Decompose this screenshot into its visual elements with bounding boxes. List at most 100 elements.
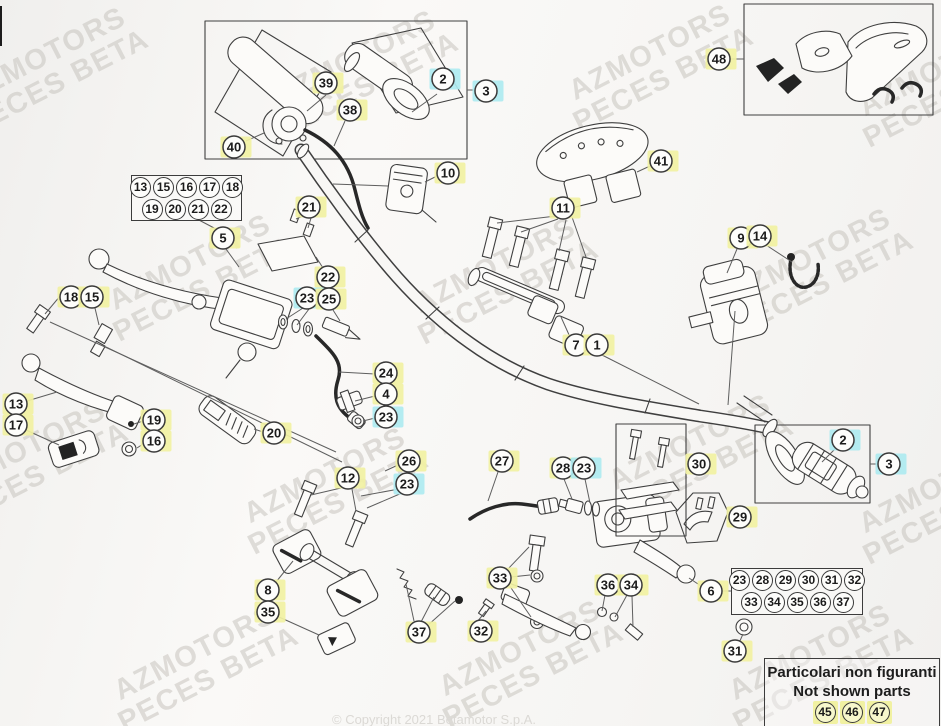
leader-line bbox=[105, 346, 343, 463]
svg-text:3: 3 bbox=[885, 457, 892, 472]
brake-lever bbox=[633, 539, 685, 579]
callout-37[interactable]: 37 bbox=[405, 620, 437, 644]
svg-text:20: 20 bbox=[267, 426, 281, 441]
part-ref-36[interactable]: 36 bbox=[809, 592, 831, 613]
callout-32[interactable]: 32 bbox=[467, 619, 499, 643]
callout-40[interactable]: 40 bbox=[220, 135, 252, 159]
callout-17[interactable]: 17 bbox=[2, 413, 34, 437]
part-ref-13[interactable]: 13 bbox=[130, 176, 151, 198]
brake-lever-ball bbox=[21, 353, 41, 373]
svg-text:23: 23 bbox=[400, 477, 414, 492]
callout-4[interactable]: 4 bbox=[372, 382, 404, 406]
callout-22[interactable]: 22 bbox=[314, 265, 346, 289]
callout-8[interactable]: 8 bbox=[254, 578, 286, 602]
svg-text:23: 23 bbox=[577, 461, 591, 476]
callout-23[interactable]: 23 bbox=[393, 472, 425, 496]
watermark: AZMOTORSPECES BETA bbox=[0, 0, 154, 141]
callout-20[interactable]: 20 bbox=[260, 421, 292, 445]
callout-35[interactable]: 35 bbox=[254, 600, 286, 624]
callout-5[interactable]: 5 bbox=[209, 226, 241, 250]
callout-1[interactable]: 1 bbox=[583, 333, 615, 357]
part-ref-22[interactable]: 22 bbox=[210, 198, 232, 220]
callout-23[interactable]: 23 bbox=[372, 405, 404, 429]
part-ref-33[interactable]: 33 bbox=[740, 592, 762, 613]
callout-21[interactable]: 21 bbox=[295, 195, 327, 219]
leader-line bbox=[496, 215, 557, 224]
callout-30[interactable]: 30 bbox=[685, 452, 717, 476]
part-ref-21[interactable]: 21 bbox=[187, 198, 209, 220]
callout-2[interactable]: 2 bbox=[429, 67, 461, 91]
callout-16[interactable]: 16 bbox=[140, 429, 172, 453]
leader-line bbox=[278, 616, 320, 636]
callout-3[interactable]: 3 bbox=[472, 79, 504, 103]
svg-text:38: 38 bbox=[343, 103, 357, 118]
leader-line bbox=[487, 471, 499, 502]
part-ref-19[interactable]: 19 bbox=[141, 198, 163, 220]
callout-13[interactable]: 13 bbox=[2, 392, 34, 416]
svg-text:23: 23 bbox=[300, 291, 314, 306]
svg-text:30: 30 bbox=[692, 457, 706, 472]
part-ref-30[interactable]: 30 bbox=[798, 570, 819, 591]
part-ref-18[interactable]: 18 bbox=[222, 176, 243, 198]
svg-text:12: 12 bbox=[341, 471, 355, 486]
part-ref-15[interactable]: 15 bbox=[153, 176, 174, 198]
svg-text:21: 21 bbox=[302, 200, 316, 215]
leader-line bbox=[571, 216, 587, 258]
part-ref-17[interactable]: 17 bbox=[199, 176, 220, 198]
speedometer bbox=[536, 122, 649, 209]
callout-48[interactable]: 48 bbox=[705, 47, 737, 71]
not-shown-title-italian: Particolari non figuranti bbox=[767, 664, 937, 681]
callout-3[interactable]: 3 bbox=[875, 452, 907, 476]
callout-38[interactable]: 38 bbox=[336, 98, 368, 122]
svg-text:39: 39 bbox=[319, 76, 333, 91]
callout-11[interactable]: 11 bbox=[549, 196, 581, 220]
callout-25[interactable]: 25 bbox=[315, 287, 347, 311]
part-ref-16[interactable]: 16 bbox=[176, 176, 197, 198]
callout-2[interactable]: 2 bbox=[829, 428, 861, 452]
callout-39[interactable]: 39 bbox=[312, 71, 344, 95]
part-ref-23[interactable]: 23 bbox=[729, 570, 750, 591]
callout-27[interactable]: 27 bbox=[488, 449, 520, 473]
leader-line bbox=[726, 248, 738, 274]
callout-23[interactable]: 23 bbox=[570, 456, 602, 480]
svg-text:19: 19 bbox=[147, 413, 161, 428]
kill-switch bbox=[699, 258, 769, 345]
leader-line bbox=[614, 594, 628, 618]
callout-24[interactable]: 24 bbox=[372, 361, 404, 385]
not-shown-part-47[interactable]: 47 bbox=[868, 702, 890, 723]
part-ref-34[interactable]: 34 bbox=[763, 592, 785, 613]
callout-26[interactable]: 26 bbox=[395, 449, 427, 473]
leader-line bbox=[558, 219, 567, 252]
svg-text:41: 41 bbox=[654, 154, 668, 169]
callout-12[interactable]: 12 bbox=[334, 466, 366, 490]
not-shown-part-45[interactable]: 45 bbox=[814, 702, 836, 723]
callout-6[interactable]: 6 bbox=[697, 579, 729, 603]
part-ref-31[interactable]: 31 bbox=[821, 570, 842, 591]
callout-10[interactable]: 10 bbox=[434, 161, 466, 185]
part-ref-28[interactable]: 28 bbox=[752, 570, 773, 591]
callout-31[interactable]: 31 bbox=[721, 639, 753, 663]
callout-33[interactable]: 33 bbox=[486, 566, 518, 590]
part-ref-20[interactable]: 20 bbox=[164, 198, 186, 220]
svg-text:10: 10 bbox=[441, 166, 455, 181]
callout-19[interactable]: 19 bbox=[140, 408, 172, 432]
callout-41[interactable]: 41 bbox=[647, 149, 679, 173]
not-shown-part-46[interactable]: 46 bbox=[841, 702, 863, 723]
part-ref-35[interactable]: 35 bbox=[786, 592, 808, 613]
callout-34[interactable]: 34 bbox=[617, 573, 649, 597]
svg-text:13: 13 bbox=[9, 397, 23, 412]
kill-switch-cord bbox=[788, 257, 821, 289]
callout-29[interactable]: 29 bbox=[726, 505, 758, 529]
svg-text:37: 37 bbox=[412, 625, 426, 640]
svg-text:40: 40 bbox=[227, 140, 241, 155]
part-ref-37[interactable]: 37 bbox=[832, 592, 854, 613]
part-ref-32[interactable]: 32 bbox=[844, 570, 865, 591]
callout-15[interactable]: 15 bbox=[78, 285, 110, 309]
leader-line bbox=[520, 218, 559, 233]
svg-text:35: 35 bbox=[261, 605, 275, 620]
part-ref-29[interactable]: 29 bbox=[775, 570, 796, 591]
svg-text:29: 29 bbox=[733, 510, 747, 525]
callout-14[interactable]: 14 bbox=[746, 224, 778, 248]
